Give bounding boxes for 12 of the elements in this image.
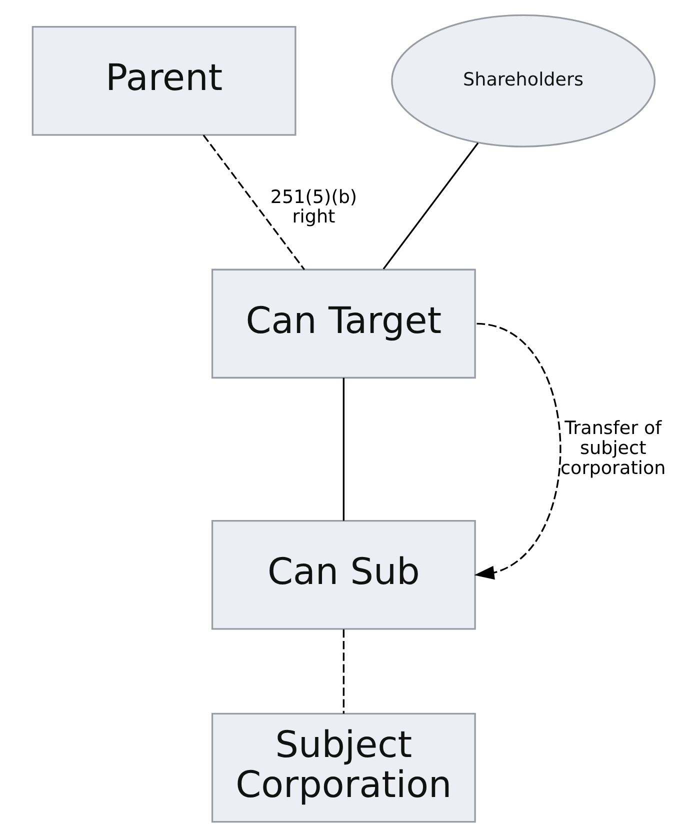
arrow — [474, 322, 562, 580]
edge-label: 251(5)(b) right — [270, 186, 358, 228]
node-box: Parent — [32, 26, 296, 136]
connector — [202, 134, 306, 270]
node-box: Subject Corporation — [211, 712, 476, 823]
node-ellipse: Shareholders — [391, 14, 656, 148]
connector — [342, 378, 345, 521]
connector — [382, 142, 479, 270]
node-box: Can Sub — [211, 520, 476, 630]
connector — [342, 629, 345, 714]
node-box: Can Target — [211, 268, 476, 379]
edge-label: Transfer of subject corporation — [560, 418, 666, 479]
